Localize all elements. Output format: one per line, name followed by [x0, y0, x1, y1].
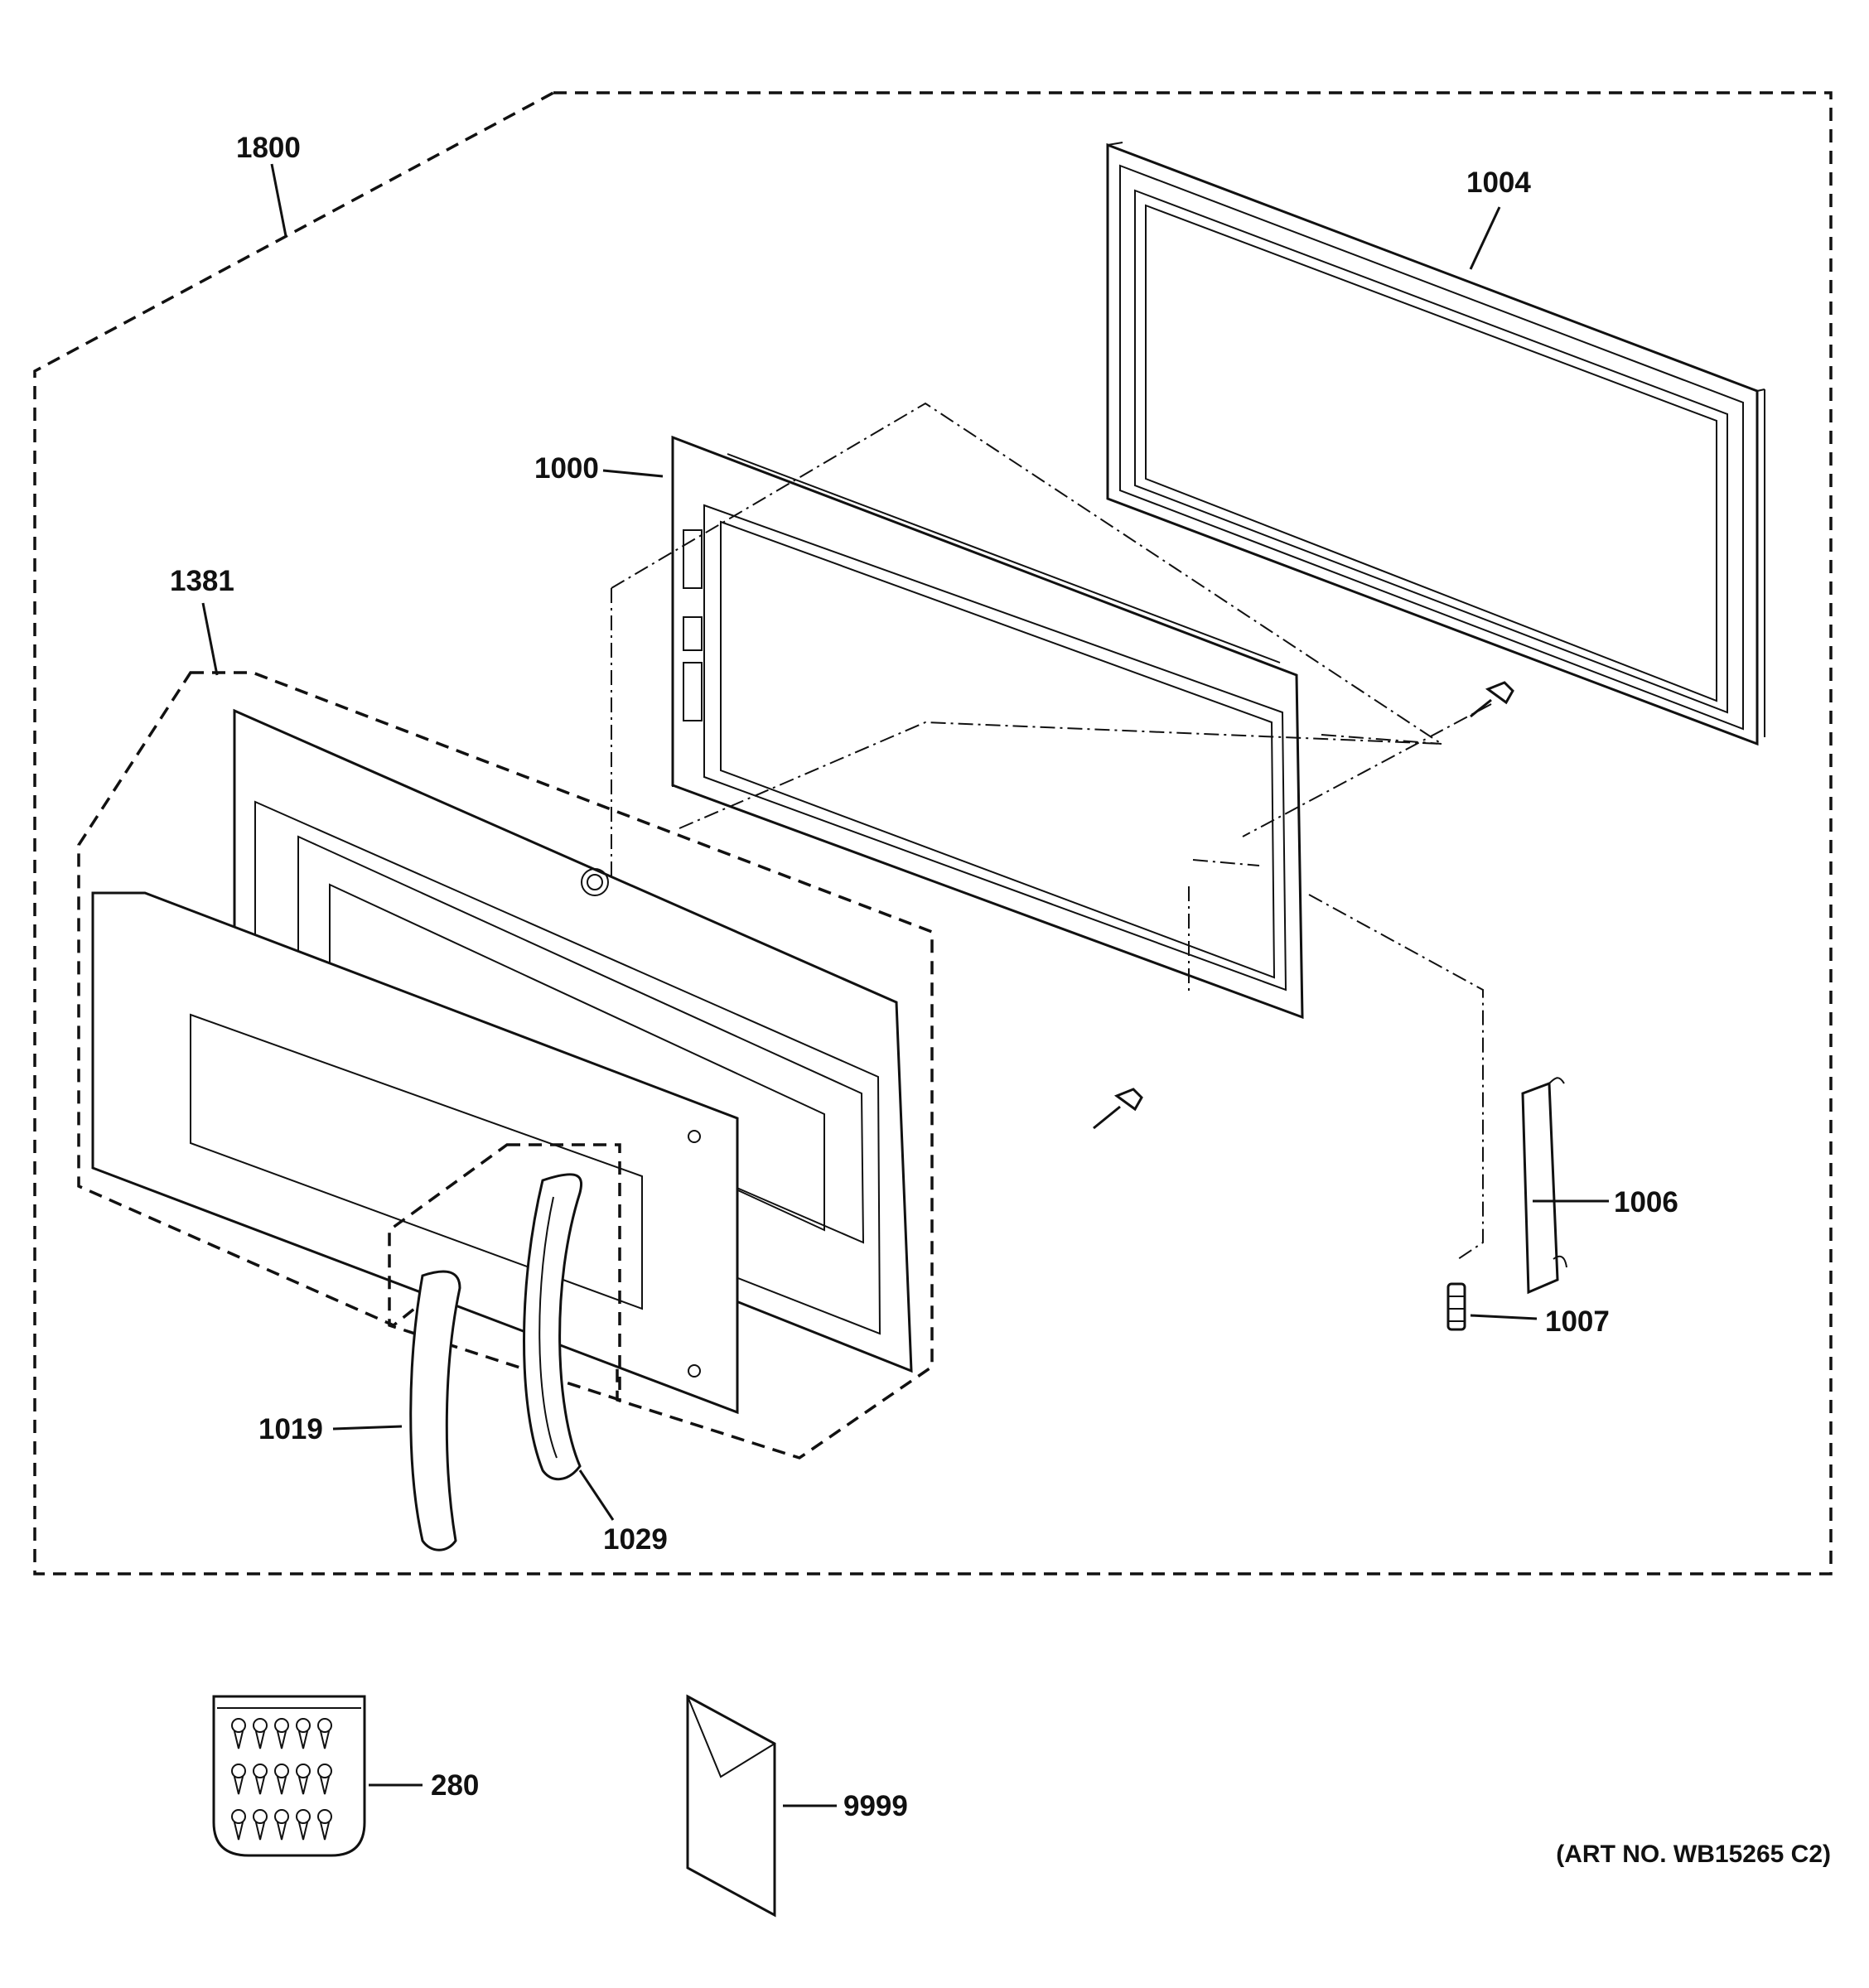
screw-kit-screws: [231, 1718, 332, 1841]
kit-screw-icon: [253, 1764, 268, 1795]
label-1007: 1007: [1545, 1305, 1610, 1338]
assembly-1800-boundary: [33, 91, 1833, 1575]
kit-screw-icon: [317, 1809, 332, 1841]
label-1004: 1004: [1466, 166, 1531, 199]
kit-screw-icon: [296, 1764, 311, 1795]
art-number: (ART NO. WB15265 C2): [1556, 1841, 1831, 1868]
kit-screw-icon: [296, 1718, 311, 1749]
kit-screw-icon: [253, 1809, 268, 1841]
screw-top: [1470, 681, 1514, 718]
kit-screw-icon: [231, 1718, 246, 1749]
part-1019-handle: [409, 1270, 461, 1551]
part-1000-door-frame: [671, 435, 1304, 1020]
kit-screw-icon: [317, 1718, 332, 1749]
door-front-glass: [91, 891, 739, 1415]
part-9999-literature: [686, 1694, 776, 1918]
part-1029-handle: [523, 1173, 583, 1481]
label-1381: 1381: [170, 565, 234, 597]
assembly-leader-lines: [611, 402, 1492, 1260]
label-1029: 1029: [603, 1523, 668, 1556]
label-280: 280: [431, 1769, 479, 1802]
handle-group-boundary: [388, 1143, 621, 1402]
screw-bottom: [1093, 1088, 1143, 1130]
kit-screw-icon: [274, 1809, 289, 1841]
kit-screw-icon: [317, 1764, 332, 1795]
label-9999: 9999: [843, 1790, 908, 1822]
kit-screw-icon: [296, 1809, 311, 1841]
kit-screw-icon: [253, 1718, 268, 1749]
kit-screw-icon: [274, 1764, 289, 1795]
label-1800: 1800: [236, 132, 301, 164]
kit-screw-icon: [231, 1809, 246, 1841]
part-1006-latch: [1521, 1077, 1567, 1295]
part-1004-choke-frame: [1106, 142, 1765, 746]
label-1019: 1019: [258, 1413, 323, 1445]
label-leaders: [201, 163, 1609, 1807]
label-1006: 1006: [1614, 1186, 1678, 1218]
kit-screw-icon: [274, 1718, 289, 1749]
label-1000: 1000: [534, 452, 599, 485]
part-1007-spring: [1446, 1282, 1466, 1331]
kit-screw-icon: [231, 1764, 246, 1795]
